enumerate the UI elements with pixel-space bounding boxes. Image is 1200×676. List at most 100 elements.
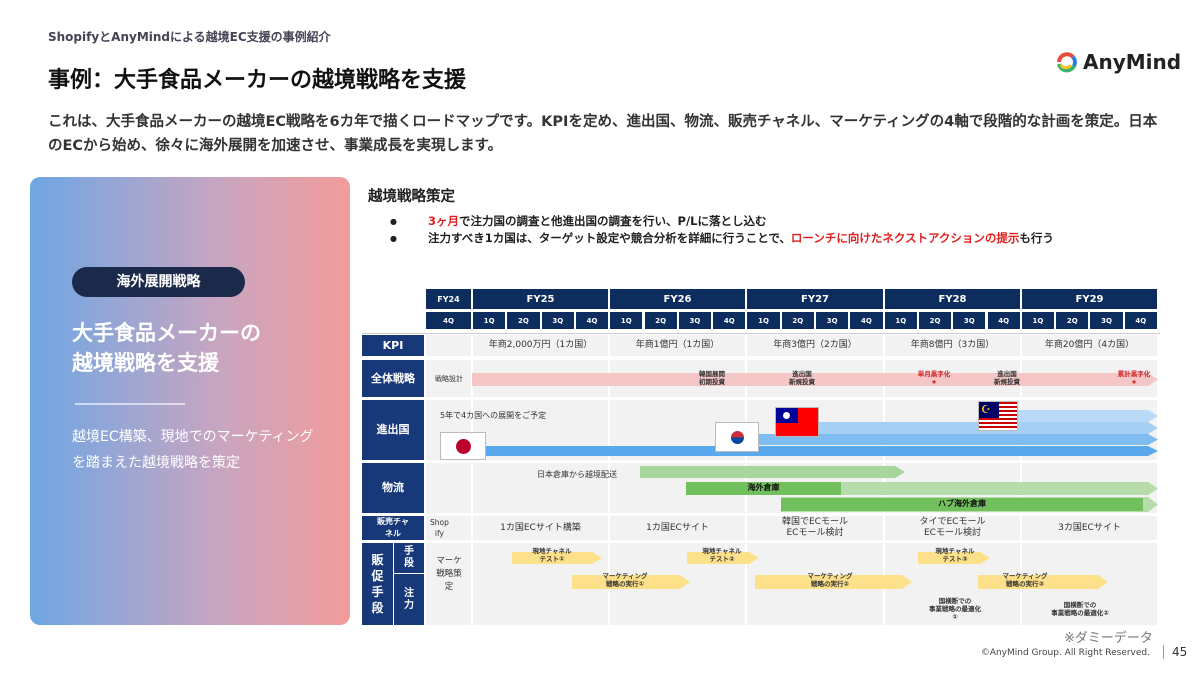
bullet-2: 注力すべき1カ国は、ターゲット設定や競合分析を詳細に行うことで、ローンチに向けた… <box>390 230 1150 247</box>
row-label-logistics: 物流 <box>362 463 424 513</box>
channel-fy27: 韓国でECモール ECモール検討 <box>782 517 848 538</box>
strategy-arrow <box>472 373 1158 386</box>
row-label-channel: 販売チャネル <box>362 516 424 540</box>
bullet-text: も行う <box>1019 231 1054 245</box>
kpi-value: 年商20億円（4カ国） <box>1044 340 1135 350</box>
channel-test-arrow-3 <box>918 552 990 564</box>
grid-cell <box>1022 516 1157 540</box>
quarter-header: 1Q <box>1020 311 1056 330</box>
promo-label-m3: マーケティング 戦略の実行③ <box>1002 572 1048 588</box>
panel-title-line2: 越境戦略を支援 <box>72 351 219 375</box>
kpi-value: 年商2,000万円（1カ国） <box>488 340 593 350</box>
grid-cell <box>747 516 883 540</box>
grid-cell <box>610 516 745 540</box>
quarter-header: 4Q <box>712 311 747 330</box>
quarter-header: 3Q <box>677 311 713 330</box>
countries-note: 5年で4カ国への展開をご予定 <box>440 411 547 420</box>
country-bar-taiwan <box>790 422 1158 434</box>
grid-cell <box>610 335 745 356</box>
korea-flag-icon <box>715 422 759 452</box>
grid-cell <box>426 335 471 356</box>
highlight: ローンチに向けたネクストアクションの提示 <box>790 231 1020 245</box>
channel-fy25: 1カ国ECサイト構築 <box>500 522 581 533</box>
strategy-start: 戦略設計 <box>435 375 463 383</box>
logistics-label-3: ハブ海外倉庫 <box>938 499 986 508</box>
strategy-milestone: 単月黒字化 ★ <box>917 370 951 386</box>
grid-cell <box>426 516 471 540</box>
year-header: FY28 <box>884 288 1021 310</box>
strategy-milestone: 韓国展開 初期投資 <box>699 370 725 386</box>
panel-text: 越境EC構築、現地でのマーケティングを踏まえた越境戦略を策定 <box>72 429 314 471</box>
bullet-list: 3ヶ月で注力国の調査と他進出国の調査を行い、P/Lに落とし込む 注力すべき1カ国… <box>390 213 1150 247</box>
year-header: FY27 <box>746 288 884 310</box>
year-header: FY25 <box>472 288 609 310</box>
section-title: 越境戦略策定 <box>368 189 455 205</box>
quarter-header: 1Q <box>883 311 918 330</box>
channel-test-arrow-2 <box>687 552 759 564</box>
malaysia-flag-icon: ☪ <box>978 401 1018 431</box>
country-bar-malaysia <box>1010 410 1158 422</box>
row-label-countries: 進出国 <box>362 400 424 460</box>
panel-title-line1: 大手食品メーカーの <box>72 321 261 345</box>
channel-fy26: 1カ国ECサイト <box>646 522 709 533</box>
kicker: ShopifyとAnyMindによる越境EC支援の事例紹介 <box>48 30 331 44</box>
grid-cell <box>473 516 608 540</box>
row-label-means: 手段 <box>394 543 424 573</box>
marketing-arrow-2 <box>755 575 912 589</box>
bullet-text: 注力すべき1カ国は、ターゲット設定や競合分析を詳細に行うことで、 <box>428 231 791 245</box>
kpi-value: 年商1億円（1カ国） <box>635 340 720 350</box>
page-number: 45 <box>1163 645 1187 659</box>
summary-panel <box>30 177 350 625</box>
divider <box>362 333 1160 334</box>
country-bar-japan <box>458 446 1158 456</box>
description: これは、大手食品メーカーの越境EC戦略を6カ年で描くロードマップです。KPIを定… <box>48 114 1158 154</box>
quarter-header: 4Q <box>849 311 884 330</box>
promo-label-m1: マーケティング 戦略の実行① <box>602 572 648 588</box>
quarter-header: 2Q <box>780 311 815 330</box>
marketing-arrow-1 <box>572 575 690 589</box>
country-bar-korea <box>745 434 1158 445</box>
marketing-arrow-3 <box>978 575 1108 589</box>
quarter-header: 3Q <box>1089 311 1124 330</box>
kpi-value: 年商3億円（2カ国） <box>773 340 857 350</box>
channel-fy28: タイでECモール ECモール検討 <box>919 517 986 538</box>
logistics-bar-2 <box>686 482 841 495</box>
anymind-logo-icon <box>1057 52 1077 73</box>
bullet-1: 3ヶ月で注力国の調査と他進出国の調査を行い、P/Lに落とし込む <box>390 213 1150 230</box>
grid-cell <box>426 463 471 513</box>
taiwan-flag-icon <box>775 407 819 437</box>
grid-cell <box>747 335 883 356</box>
kpi-value: 年商8億円（3カ国） <box>910 340 995 350</box>
strategy-milestone: 進出国 新規投資 <box>789 370 815 386</box>
logistics-label-2: 海外倉庫 <box>747 483 780 492</box>
quarter-header: 1Q <box>746 311 781 330</box>
promo-label-t3: 現地チャネル テスト③ <box>935 547 975 563</box>
quarter-header: 1Q <box>609 311 644 330</box>
grid-cell <box>1022 335 1157 356</box>
grid-cell <box>473 463 608 513</box>
grid-cell <box>426 543 471 625</box>
grid-cell <box>885 516 1020 540</box>
promo-label-t2: 現地チャネル テスト② <box>702 547 742 563</box>
quarter-header: 4Q <box>1123 311 1158 330</box>
year-header: FY24 <box>425 288 472 310</box>
page-title: 事例：大手食品メーカーの越境戦略を支援 <box>48 68 467 93</box>
logistics-label-1: 日本倉庫から越境配送 <box>537 470 617 479</box>
promo-label-t1: 現地チャネル テスト① <box>532 547 572 563</box>
channel-fy29: 3カ国ECサイト <box>1058 522 1121 533</box>
japan-flag-icon <box>440 432 486 460</box>
quarter-header: 2Q <box>643 311 678 330</box>
row-label-strategy: 全体戦略 <box>362 360 424 397</box>
grid-cell <box>473 335 608 356</box>
dummy-note: ※ダミーデータ <box>1064 631 1153 646</box>
promo-label-o2: 国横断での 事業戦略の最適化② <box>1051 601 1109 617</box>
panel-title: 大手食品メーカーの越境戦略を支援 <box>72 318 261 378</box>
bullet-text: で注力国の調査と他進出国の調査を行い、P/Lに落とし込む <box>459 214 767 228</box>
quarter-header: 1Q <box>472 311 507 330</box>
quarter-header: 2Q <box>1055 311 1090 330</box>
logo: AnyMind <box>1056 50 1181 74</box>
highlight: 3ヶ月 <box>428 214 460 228</box>
strategy-milestone: 累計黒字化 ★ <box>1117 370 1151 386</box>
copyright: ©AnyMind Group. All Right Reserved. <box>980 648 1150 658</box>
promo-fy24: マーケ 戦略策 定 <box>436 556 462 592</box>
